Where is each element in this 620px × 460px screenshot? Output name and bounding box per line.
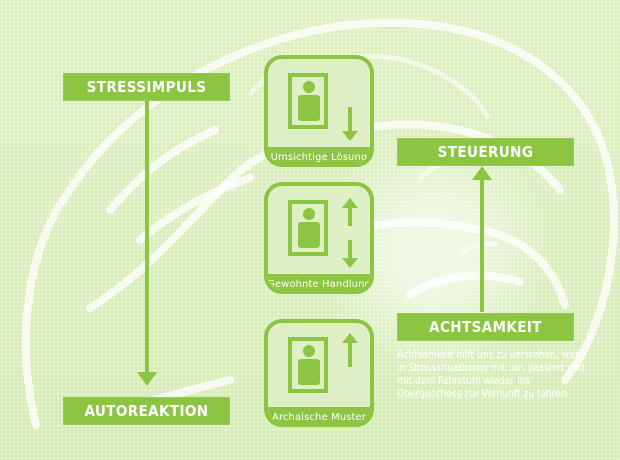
person-body-icon [298, 95, 320, 121]
achtsamkeit-label: ACHTSAMKEIT [397, 313, 574, 341]
achtsamkeit-label-text: ACHTSAMKEIT [429, 318, 542, 336]
autoreaktion-label: AUTOREAKTION [63, 397, 230, 425]
achtsamkeit-to-steuerung-line [480, 180, 484, 312]
steuerung-label-text: STEUERUNG [438, 143, 534, 161]
autoreaktion-label-text: AUTOREAKTION [85, 402, 209, 420]
elevator-tile-gewohnte-handlung: Gewohnte Handlung [264, 182, 374, 294]
person-head-icon [303, 81, 315, 93]
elevator-tile-caption: Archaische Muster [264, 407, 374, 427]
person-head-icon [303, 345, 315, 357]
elevator-tile-umsichtige-loesung: Umsichtige Lösung [264, 55, 374, 167]
elevator-up-arrow-icon [348, 206, 352, 226]
person-body-icon [298, 359, 320, 385]
up-arrowhead-icon [472, 166, 492, 180]
person-body-icon [298, 222, 320, 248]
elevator-tile-archaische-muster: Archaische Muster [264, 319, 374, 427]
steuerung-label: STEUERUNG [397, 138, 574, 166]
stressimpuls-label-text: STRESSIMPULS [87, 78, 207, 96]
stress-to-autoreaction-line [145, 100, 149, 375]
elevator-down-arrow-icon [348, 107, 352, 133]
elevator-tile-caption: Gewohnte Handlung [264, 274, 374, 294]
elevator-down-arrow-icon [348, 240, 352, 260]
stressimpuls-label: STRESSIMPULS [63, 73, 230, 101]
down-arrowhead-icon [137, 372, 157, 386]
elevator-up-arrow-icon [348, 341, 352, 367]
person-head-icon [303, 208, 315, 220]
elevator-tile-caption: Umsichtige Lösung [264, 147, 374, 167]
achtsamkeit-description: Achtsamkeit hilft uns zu verstehen, was … [397, 349, 587, 401]
